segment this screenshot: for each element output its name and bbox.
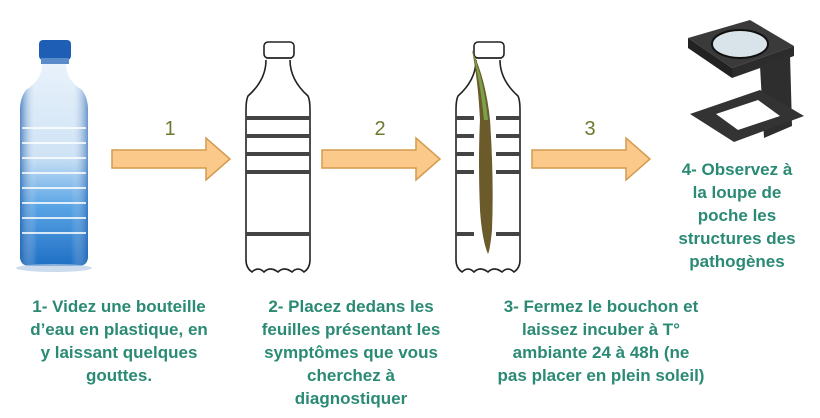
step-1-line: 1- Videz une bouteille: [32, 297, 206, 316]
step-4-line: poche les: [697, 206, 777, 225]
arrow-2: [320, 136, 442, 182]
leaf-icon: [472, 50, 493, 254]
arrow-1-label: 1: [164, 118, 176, 140]
arrow-3: [530, 136, 652, 182]
step-2-line: feuilles présentant les: [261, 320, 441, 339]
step-3-line: laissez incuber à T°: [522, 320, 680, 339]
bottle-leaf-icon: [455, 41, 521, 274]
right-arrow-icon: [321, 136, 442, 182]
step-4-line: la loupe de: [692, 183, 782, 202]
right-arrow-icon: [111, 136, 232, 182]
pocket-magnifier-image: [680, 6, 810, 146]
step-1-line: gouttes.: [85, 366, 153, 385]
magnifier-loupe-icon: [688, 20, 804, 142]
bottle-outline-icon: [245, 41, 311, 274]
arrow-1: [110, 136, 232, 182]
step-3-caption: 3- Fermez le bouchon et laissez incuber …: [476, 295, 726, 387]
step-2-line: symptômes que vous: [264, 343, 438, 362]
step-3-line: 3- Fermez le bouchon et: [503, 297, 699, 316]
step-3-line: pas placer en plein soleil): [497, 366, 705, 385]
step-4-caption: 4- Observez à la loupe de poche les stru…: [662, 158, 812, 273]
water-bottle-image: [12, 28, 96, 274]
step-2-line: 2- Placez dedans les: [268, 297, 434, 316]
step-4-line: pathogènes: [689, 252, 785, 271]
water-bottle-icon: [16, 40, 92, 272]
empty-bottle-image: [240, 40, 316, 280]
bottle-with-leaf-image: [450, 40, 526, 280]
step-2-caption: 2- Placez dedans les feuilles présentant…: [236, 295, 466, 410]
arrow-3-label: 3: [584, 118, 596, 140]
step-3-line: ambiante 24 à 48h (ne: [512, 343, 690, 362]
step-1-caption: 1- Videz une bouteille d’eau en plastiqu…: [4, 295, 234, 387]
step-4-line: 4- Observez à: [681, 160, 793, 179]
right-arrow-icon: [531, 136, 652, 182]
step-4-line: structures des: [678, 229, 796, 248]
step-1-line: d’eau en plastique, en: [30, 320, 208, 339]
arrow-2-label: 2: [374, 118, 386, 140]
step-2-line: diagnostiquer: [294, 389, 408, 408]
step-1-line: y laissant quelques: [40, 343, 198, 362]
step-2-line: cherchez à: [307, 366, 395, 385]
